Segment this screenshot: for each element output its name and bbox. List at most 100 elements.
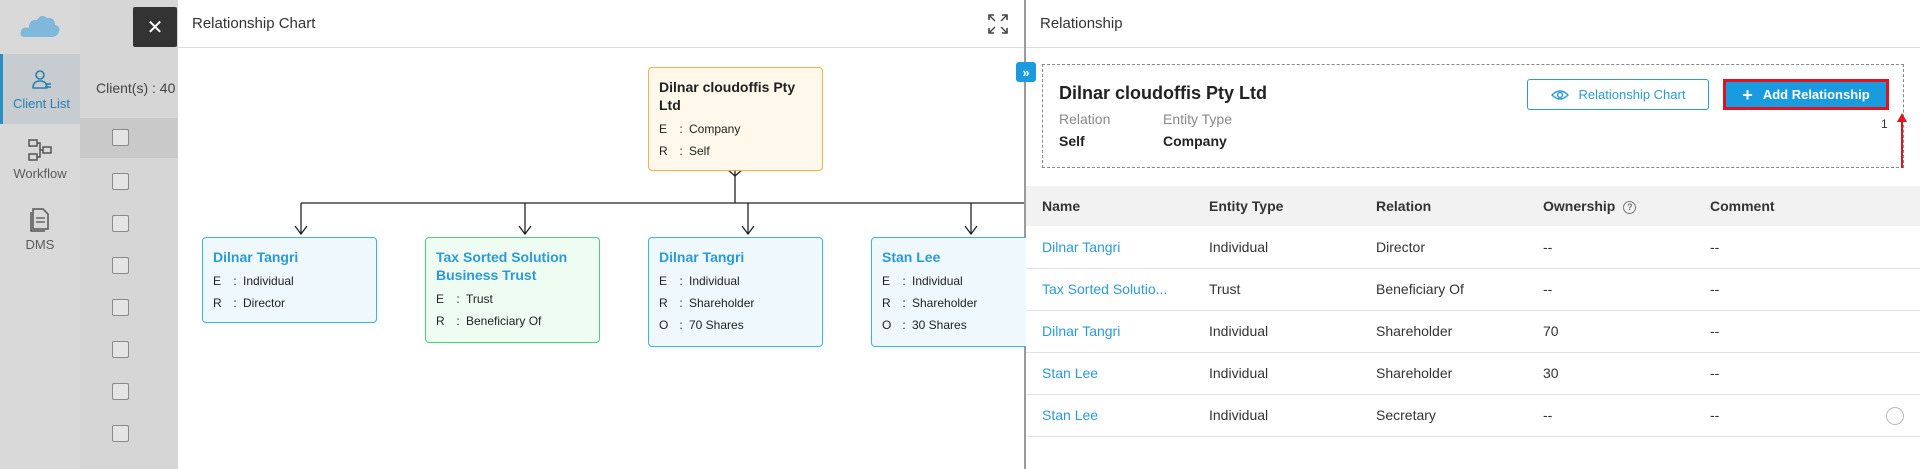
chart-node-stan-lee[interactable]: Stan Lee E:Individual R:Shareholder O:30… <box>871 237 1046 347</box>
entity-key: E <box>882 274 891 288</box>
row-checkbox[interactable] <box>112 257 129 274</box>
collapse-panel-button[interactable]: » <box>1016 62 1036 82</box>
table-row[interactable]: Stan Lee Individual Shareholder 30 -- <box>1026 352 1920 395</box>
row-comment: -- <box>1694 310 1920 353</box>
separator: : <box>233 296 237 310</box>
column-header-relation[interactable]: Relation <box>1360 186 1527 226</box>
annotation-arrow-icon <box>1897 113 1907 168</box>
node-relation: Beneficiary Of <box>466 314 542 328</box>
row-name-link[interactable]: Dilnar Tangri <box>1026 226 1193 269</box>
node-relation: Director <box>243 296 286 310</box>
node-entity: Individual <box>243 274 294 288</box>
node-name: Stan Lee <box>882 249 941 265</box>
panel-title: Relationship <box>1040 15 1123 32</box>
row-checkbox[interactable] <box>112 425 129 442</box>
close-button[interactable]: ✕ <box>133 7 177 47</box>
node-name: Dilnar Tangri <box>659 249 745 265</box>
row-checkbox[interactable] <box>112 299 129 316</box>
sidebar-item-dms[interactable]: DMS <box>0 194 80 264</box>
separator: : <box>902 318 906 332</box>
node-name: Tax Sorted Solution Business Trust <box>436 249 568 283</box>
separator: : <box>679 274 683 288</box>
table-row[interactable]: Dilnar Tangri Individual Shareholder 70 … <box>1026 310 1920 353</box>
node-ownership: 30 Shares <box>912 318 967 332</box>
relationship-chart-button[interactable]: Relationship Chart <box>1527 79 1709 110</box>
separator: : <box>679 318 683 332</box>
node-name: Dilnar Tangri <box>213 249 299 265</box>
row-comment-text: -- <box>1710 407 1720 423</box>
row-entity: Individual <box>1193 226 1360 269</box>
separator: : <box>456 292 460 306</box>
button-label: Relationship Chart <box>1578 87 1686 102</box>
annotation-marker: 1 <box>1881 117 1888 131</box>
app-sidebar: Client List Workflow DMS <box>0 0 80 469</box>
dms-icon <box>30 207 49 232</box>
client-count: Client(s) : 40 <box>96 80 176 96</box>
row-comment: -- <box>1694 268 1920 311</box>
row-relation: Director <box>1360 226 1527 269</box>
row-comment: -- <box>1694 226 1920 269</box>
select-all-checkbox[interactable] <box>112 129 129 146</box>
double-chevron-right-icon: » <box>1022 64 1030 80</box>
row-checkbox[interactable] <box>112 383 129 400</box>
table-header-row: Name Entity Type Relation Ownership? Com… <box>1026 186 1920 226</box>
relation-key: R <box>659 296 668 310</box>
row-name-link[interactable]: Stan Lee <box>1026 394 1193 437</box>
row-ownership: -- <box>1527 268 1694 311</box>
node-ownership: 70 Shares <box>689 318 744 332</box>
separator: : <box>679 122 683 136</box>
relation-key: R <box>213 296 222 310</box>
relation-key: R <box>436 314 445 328</box>
help-icon[interactable]: ? <box>1623 200 1637 214</box>
row-checkbox[interactable] <box>112 341 129 358</box>
row-checkbox[interactable] <box>112 215 129 232</box>
entity-key: E <box>659 122 668 136</box>
separator: : <box>233 274 237 288</box>
ownership-key: O <box>659 318 669 332</box>
expand-icon[interactable] <box>988 14 1008 34</box>
workflow-icon <box>28 138 52 161</box>
row-ownership: 70 <box>1527 310 1694 353</box>
column-header-name[interactable]: Name <box>1026 186 1193 226</box>
node-entity: Individual <box>689 274 740 288</box>
sidebar-item-label: DMS <box>25 236 55 252</box>
row-relation: Shareholder <box>1360 310 1527 353</box>
chart-node-root[interactable]: Dilnar cloudoffis Pty Ltd E:Company R:Se… <box>648 67 823 171</box>
separator: : <box>456 314 460 328</box>
table-row[interactable]: Dilnar Tangri Individual Director -- -- <box>1026 226 1920 269</box>
entity-type-value: Company <box>1163 133 1227 149</box>
company-name: Dilnar cloudoffis Pty Ltd <box>1059 83 1268 103</box>
app-logo <box>0 0 80 54</box>
panel-header: Relationship <box>1026 0 1920 48</box>
panel-header: Relationship Chart <box>178 0 1024 48</box>
add-relationship-button[interactable]: + Add Relationship <box>1723 79 1889 110</box>
cloud-logo-icon <box>20 15 60 37</box>
chart-node-dilnar-shareholder[interactable]: Dilnar Tangri E:Individual R:Shareholder… <box>648 237 823 347</box>
relationship-chart-panel: Relationship Chart Dilnar cloudoffis Pty… <box>178 0 1046 469</box>
sidebar-item-workflow[interactable]: Workflow <box>0 124 80 194</box>
row-checkbox[interactable] <box>112 173 129 190</box>
row-name-link[interactable]: Dilnar Tangri <box>1026 310 1193 353</box>
table-row[interactable]: Tax Sorted Solutio... Trust Beneficiary … <box>1026 268 1920 311</box>
eye-icon <box>1550 89 1569 100</box>
row-name-link[interactable]: Stan Lee <box>1026 352 1193 395</box>
separator: : <box>902 274 906 288</box>
column-header-comment[interactable]: Comment <box>1694 186 1920 226</box>
row-entity: Trust <box>1193 268 1360 311</box>
row-ownership: -- <box>1527 394 1694 437</box>
table-row[interactable]: Stan Lee Individual Secretary -- -- <box>1026 394 1920 437</box>
row-ownership: 30 <box>1527 352 1694 395</box>
chart-node-dilnar-director[interactable]: Dilnar Tangri E:Individual R:Director <box>202 237 377 323</box>
row-menu-icon[interactable] <box>1886 406 1904 425</box>
sidebar-item-client-list[interactable]: Client List <box>0 54 80 124</box>
column-header-ownership[interactable]: Ownership? <box>1527 186 1694 226</box>
row-name-link[interactable]: Tax Sorted Solutio... <box>1026 268 1193 311</box>
relation-value: Self <box>1059 133 1085 149</box>
sidebar-item-label: Workflow <box>13 165 67 181</box>
panel-title: Relationship Chart <box>192 15 316 32</box>
relationship-panel: Relationship Dilnar cloudoffis Pty Ltd R… <box>1026 0 1920 469</box>
chart-node-trust[interactable]: Tax Sorted Solution Business Trust E:Tru… <box>425 237 600 343</box>
ownership-key: O <box>882 318 892 332</box>
column-header-entity-type[interactable]: Entity Type <box>1193 186 1360 226</box>
column-header-label: Ownership <box>1543 198 1616 214</box>
